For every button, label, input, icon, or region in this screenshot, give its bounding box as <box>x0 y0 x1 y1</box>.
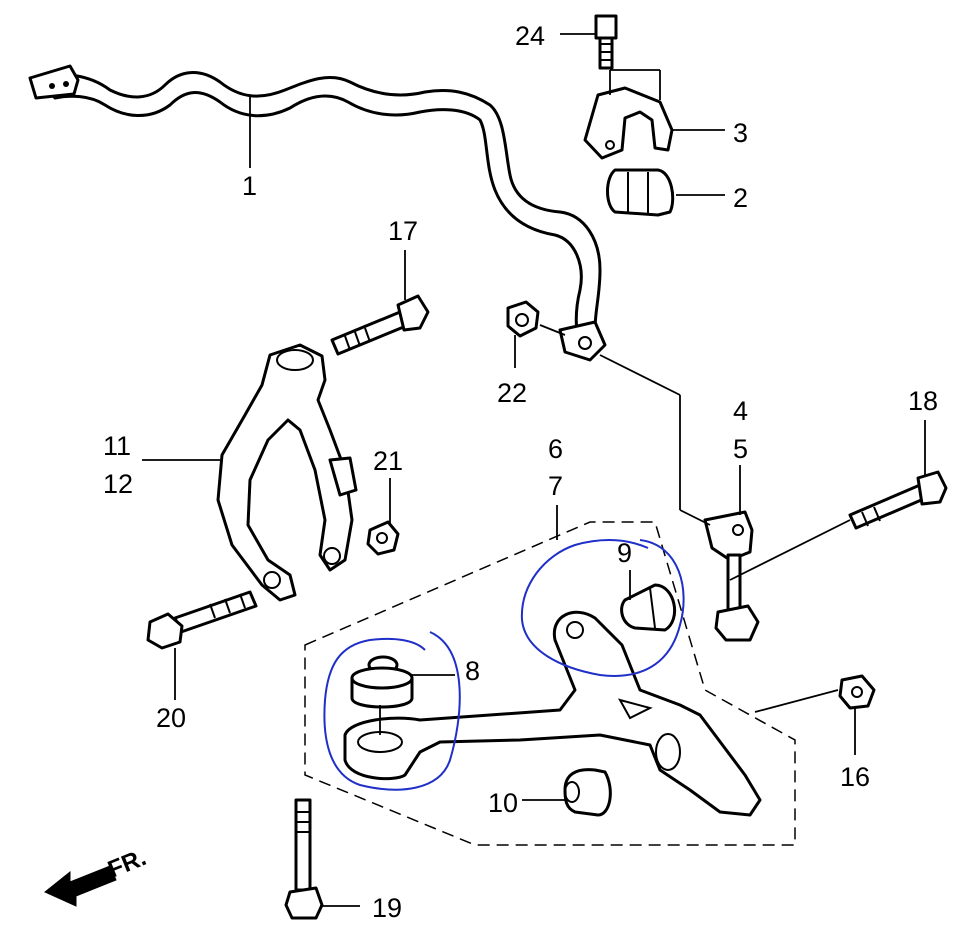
label-22: 22 <box>497 378 527 408</box>
bolt-18 <box>848 470 948 530</box>
assembly-outline <box>304 521 796 846</box>
bushing-holder-3 <box>583 86 674 160</box>
bushing-8 <box>350 655 414 709</box>
label-18: 18 <box>908 386 938 416</box>
stabilizer-link-4-5 <box>703 510 760 642</box>
label-10: 10 <box>488 788 518 818</box>
leader-lines <box>142 33 926 907</box>
nut-16 <box>838 674 876 710</box>
front-direction-marker: FR. <box>44 844 150 907</box>
label-20: 20 <box>156 703 186 733</box>
bolt-19 <box>284 798 324 920</box>
stabilizer-bar <box>28 64 607 362</box>
label-1: 1 <box>242 171 257 201</box>
highlight-circle-bushing-9 <box>520 539 685 677</box>
bushing-9 <box>620 583 676 632</box>
front-direction-arrow-icon <box>44 865 117 907</box>
label-17: 17 <box>388 216 418 246</box>
bushing-2 <box>606 168 675 217</box>
nut-21 <box>366 520 400 556</box>
label-4: 4 <box>733 396 748 426</box>
bolt-20 <box>146 590 258 650</box>
label-8: 8 <box>465 656 480 686</box>
fork-11-12 <box>216 343 358 602</box>
lower-arm-6-7 <box>343 610 762 817</box>
label-12: 12 <box>103 469 133 499</box>
label-9: 9 <box>617 538 632 568</box>
label-11: 11 <box>103 431 131 461</box>
label-7: 7 <box>548 471 563 501</box>
label-24: 24 <box>515 21 545 51</box>
label-3: 3 <box>733 118 748 148</box>
part-labels: 1 24 3 2 17 22 4 5 18 11 12 21 6 7 9 8 2… <box>103 21 938 923</box>
bolt-17 <box>330 294 430 356</box>
front-label: FR. <box>104 844 150 884</box>
label-19: 19 <box>372 893 402 923</box>
nut-22 <box>506 300 540 338</box>
label-5: 5 <box>733 434 748 464</box>
label-21: 21 <box>373 446 403 476</box>
bushing-10 <box>563 768 612 817</box>
label-2: 2 <box>733 183 748 213</box>
label-16: 16 <box>840 762 870 792</box>
bolt-24 <box>594 14 618 70</box>
highlight-circle-bushing-8 <box>323 631 461 791</box>
label-6: 6 <box>548 434 563 464</box>
